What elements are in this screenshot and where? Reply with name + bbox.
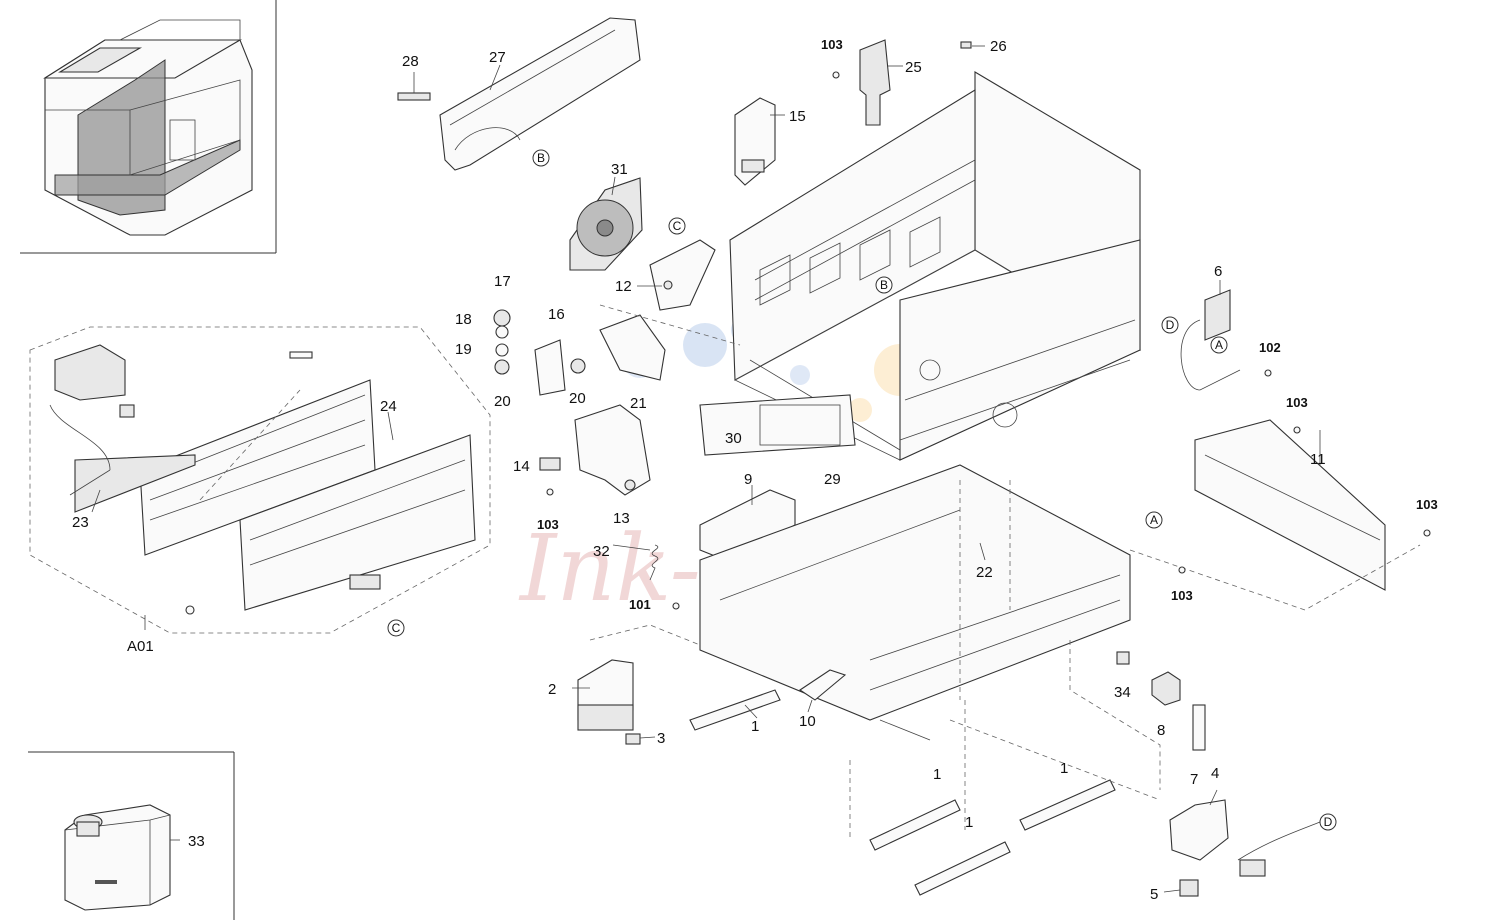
part-14 bbox=[539, 457, 561, 471]
parts-17-20-gears bbox=[493, 309, 586, 375]
parts-29-30 bbox=[699, 394, 856, 456]
label-3: 3 bbox=[657, 730, 665, 747]
label-34: 34 bbox=[1114, 684, 1131, 701]
part-26 bbox=[960, 41, 972, 49]
main-frame bbox=[729, 71, 1141, 461]
label-28: 28 bbox=[402, 53, 419, 70]
label-4: 4 bbox=[1211, 765, 1219, 782]
connector-b-frame: B bbox=[880, 278, 888, 292]
label-31: 31 bbox=[611, 161, 628, 178]
part-3 bbox=[625, 733, 641, 745]
part-31-fan bbox=[569, 177, 643, 271]
label-12: 12 bbox=[615, 278, 632, 295]
part-7 bbox=[1192, 704, 1206, 751]
part-5 bbox=[1179, 879, 1199, 897]
label-30: 30 bbox=[725, 430, 742, 447]
label-10: 10 bbox=[799, 713, 816, 730]
label-13: 13 bbox=[613, 510, 630, 527]
label-15: 15 bbox=[789, 108, 806, 125]
connector-a-right: A bbox=[1215, 338, 1223, 352]
guide-lines bbox=[589, 304, 1421, 840]
screw-label-102: 102 bbox=[1259, 340, 1281, 355]
part-labels: 28 27 31 12 15 25 26 17 18 19 20 20 16 2… bbox=[72, 38, 1326, 903]
part-4 bbox=[1169, 799, 1229, 861]
base-plate bbox=[699, 464, 1131, 741]
screw-label-103-left: 103 bbox=[537, 517, 559, 532]
part-21 bbox=[599, 314, 666, 381]
lower-rails bbox=[869, 779, 1116, 896]
part-25 bbox=[859, 39, 891, 126]
part-2 bbox=[577, 659, 634, 731]
leader-lines bbox=[91, 45, 1321, 893]
part-13 bbox=[574, 404, 651, 496]
label-a01: A01 bbox=[127, 638, 154, 655]
connector-b-top: B bbox=[537, 151, 545, 165]
label-19: 19 bbox=[455, 341, 472, 358]
screw-label-101: 101 bbox=[629, 597, 651, 612]
label-9: 9 bbox=[744, 471, 752, 488]
part-10 bbox=[799, 669, 847, 701]
part-8 bbox=[1151, 671, 1181, 706]
screw-label-103-far-right: 103 bbox=[1416, 497, 1438, 512]
label-1b: 1 bbox=[933, 766, 941, 783]
part-11 bbox=[1194, 419, 1386, 591]
connector-callouts: B B C C A A D D bbox=[387, 149, 1337, 831]
connector-d-bottom: D bbox=[1324, 815, 1333, 829]
label-6: 6 bbox=[1214, 263, 1222, 280]
label-5: 5 bbox=[1150, 886, 1158, 903]
screw-label-103-top: 103 bbox=[821, 37, 843, 52]
part-15 bbox=[734, 97, 776, 186]
label-17: 17 bbox=[494, 273, 511, 290]
part-6 bbox=[1180, 289, 1241, 391]
connector-c-bottom: C bbox=[392, 621, 401, 635]
label-7: 7 bbox=[1190, 771, 1198, 788]
label-1c: 1 bbox=[1060, 760, 1068, 777]
label-25: 25 bbox=[905, 59, 922, 76]
label-32: 32 bbox=[593, 543, 610, 560]
label-2: 2 bbox=[548, 681, 556, 698]
label-11: 11 bbox=[1310, 451, 1326, 468]
part-1-upper bbox=[689, 689, 781, 731]
printer-overview-inset bbox=[20, 0, 277, 254]
label-26: 26 bbox=[990, 38, 1007, 55]
label-20b: 20 bbox=[569, 390, 586, 407]
label-1a: 1 bbox=[751, 718, 759, 735]
part-32-spring bbox=[649, 544, 659, 581]
label-29: 29 bbox=[824, 471, 841, 488]
label-27: 27 bbox=[489, 49, 506, 66]
label-1d: 1 bbox=[965, 814, 973, 831]
label-18: 18 bbox=[455, 311, 472, 328]
label-20a: 20 bbox=[494, 393, 511, 410]
part-28 bbox=[397, 72, 431, 101]
part-16 bbox=[534, 339, 566, 396]
label-22: 22 bbox=[976, 564, 993, 581]
connector-d-top: D bbox=[1166, 318, 1175, 332]
group-a01 bbox=[29, 326, 491, 634]
label-24: 24 bbox=[380, 398, 397, 415]
part-34 bbox=[1116, 651, 1130, 665]
connector-c-top: C bbox=[673, 219, 682, 233]
label-8: 8 bbox=[1157, 722, 1165, 739]
waste-toner-inset bbox=[28, 751, 235, 920]
part-12 bbox=[649, 239, 716, 311]
label-23: 23 bbox=[72, 514, 89, 531]
harness-d bbox=[1237, 821, 1321, 877]
screw-labels: 103 103 103 103 103 102 101 bbox=[537, 37, 1438, 612]
label-14: 14 bbox=[513, 458, 530, 475]
label-21: 21 bbox=[630, 395, 647, 412]
label-33: 33 bbox=[188, 833, 205, 850]
connector-a-plate: A bbox=[1150, 513, 1158, 527]
screw-label-103-right: 103 bbox=[1286, 395, 1308, 410]
screw-label-103-lower: 103 bbox=[1171, 588, 1193, 603]
part-27 bbox=[439, 17, 641, 171]
label-16: 16 bbox=[548, 306, 565, 323]
